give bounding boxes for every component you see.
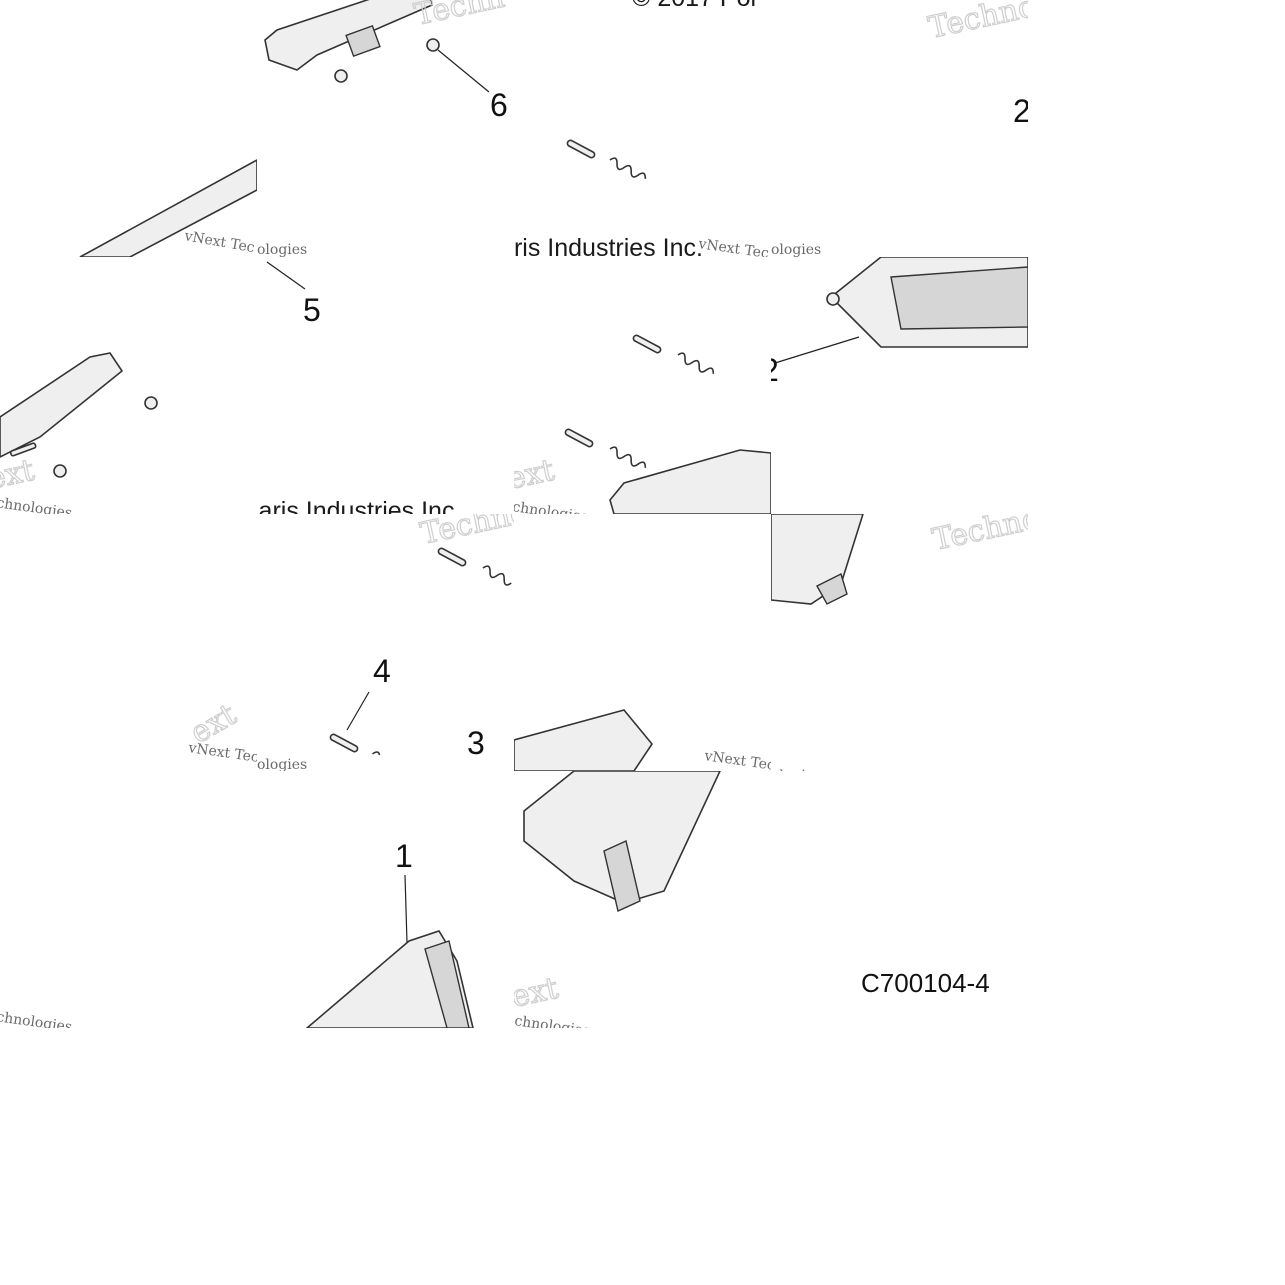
light-housing bbox=[609, 449, 771, 514]
spring bbox=[609, 157, 647, 179]
mount-hole bbox=[826, 292, 840, 306]
copyright-text: © 2017 Polaris Industries Inc. bbox=[514, 234, 703, 257]
light-housing-edge bbox=[79, 159, 257, 257]
tile-r2-c0: vNext Tec ext bbox=[0, 700, 257, 771]
watermark-chnologies: chnologies bbox=[514, 1013, 591, 1028]
watermark-vnext: vNext Tec bbox=[702, 748, 771, 771]
tile-r3-c1: 1 bbox=[257, 771, 514, 1028]
stud bbox=[9, 442, 37, 457]
screw bbox=[566, 139, 596, 159]
spring bbox=[609, 446, 647, 468]
leader-4 bbox=[346, 691, 370, 731]
tile-r2-c1: Technologies 4 3 bbox=[257, 514, 514, 771]
leader-1 bbox=[404, 874, 408, 944]
nut-6 bbox=[426, 38, 440, 52]
tile-r0-c2: © 2017 Pol bbox=[514, 0, 771, 257]
watermark-chnologies: chnologies bbox=[514, 499, 589, 514]
leader-5 bbox=[266, 261, 306, 290]
screw bbox=[437, 547, 467, 567]
spring bbox=[677, 352, 715, 374]
nut bbox=[53, 464, 67, 478]
tile-r0-c3: Techno 2 bbox=[771, 0, 1028, 257]
callout-2-repeat: 2 bbox=[771, 352, 779, 388]
copyright-text: © 2017 Pol bbox=[632, 0, 756, 12]
watermark-chnologies: ologies bbox=[257, 757, 307, 771]
light-lens-edge bbox=[424, 940, 470, 1028]
watermark-vnext: vNext Tec bbox=[696, 236, 769, 257]
leader-2 bbox=[774, 336, 860, 364]
mount-tab bbox=[816, 573, 848, 605]
watermark-brand: ext bbox=[514, 971, 561, 1015]
tile-r3-c2: ext chnologies bbox=[514, 771, 771, 1028]
mount-tab bbox=[603, 840, 641, 912]
light-housing-corner bbox=[514, 709, 653, 771]
watermark-chnologies: chnologies bbox=[0, 1009, 73, 1028]
nut bbox=[334, 69, 348, 83]
tail-light-inner-lens bbox=[890, 266, 1028, 330]
callout-3: 3 bbox=[467, 725, 485, 761]
nut bbox=[144, 396, 158, 410]
figure-code: C700104-4 bbox=[861, 968, 990, 998]
tile-r2-c3: Techno ologies bbox=[771, 514, 1028, 771]
copyright-text: laris Industries Inc bbox=[257, 497, 454, 514]
tile-r1-c1-top: ologies bbox=[257, 230, 514, 257]
leader-6 bbox=[437, 49, 490, 93]
tile-r0-c0-lower: vNext Tec bbox=[0, 150, 257, 257]
tile-r1-c3-top: ologies bbox=[771, 230, 1028, 257]
screw bbox=[564, 428, 594, 448]
callout-6: 6 bbox=[490, 87, 508, 123]
tile-r3-c0: chnologies bbox=[0, 771, 257, 1028]
watermark-chnologies: ologies bbox=[771, 242, 821, 257]
watermark-brand: Technologies bbox=[417, 514, 514, 552]
tile-r2-c1-strip: ologies bbox=[257, 755, 514, 771]
watermark-chnologies: chnologies bbox=[0, 495, 73, 514]
watermark-brand: ext bbox=[514, 453, 557, 497]
tile-r1-c0: ext chnologies bbox=[0, 257, 257, 514]
watermark-brand: ext bbox=[0, 453, 37, 497]
light-housing-side bbox=[771, 514, 864, 605]
callout-2: 2 bbox=[1013, 93, 1028, 129]
light-housing-body bbox=[523, 771, 721, 904]
tile-r1-c3: 2 bbox=[771, 257, 1028, 514]
callout-4: 4 bbox=[373, 653, 391, 689]
spring bbox=[482, 565, 512, 586]
watermark-brand: Techno bbox=[929, 514, 1028, 558]
tile-r1-c2: ext chnologies bbox=[514, 257, 771, 514]
tile-r2-c2: vNext Tec bbox=[514, 514, 771, 771]
callout-1: 1 bbox=[395, 838, 413, 874]
screw bbox=[329, 733, 359, 753]
watermark-brand: Techn bbox=[411, 0, 507, 33]
callout-5: 5 bbox=[303, 292, 321, 328]
tail-light-bracket bbox=[0, 352, 124, 458]
tile-r1-c2-top: © 2017 Polaris Industries Inc. vNext Tec bbox=[514, 230, 771, 257]
watermark-chnologies: ologies bbox=[257, 242, 307, 257]
watermark-vnext: vNext Tec bbox=[182, 228, 256, 256]
screw bbox=[632, 334, 662, 354]
watermark-brand: Techno bbox=[925, 0, 1028, 46]
tile-r0-c1: 6 Techn bbox=[257, 0, 514, 257]
connector-housing bbox=[345, 24, 381, 58]
watermark-chnologies: ologies bbox=[771, 768, 821, 771]
tile-r1-c1: 5 laris Industries Inc bbox=[257, 257, 514, 514]
